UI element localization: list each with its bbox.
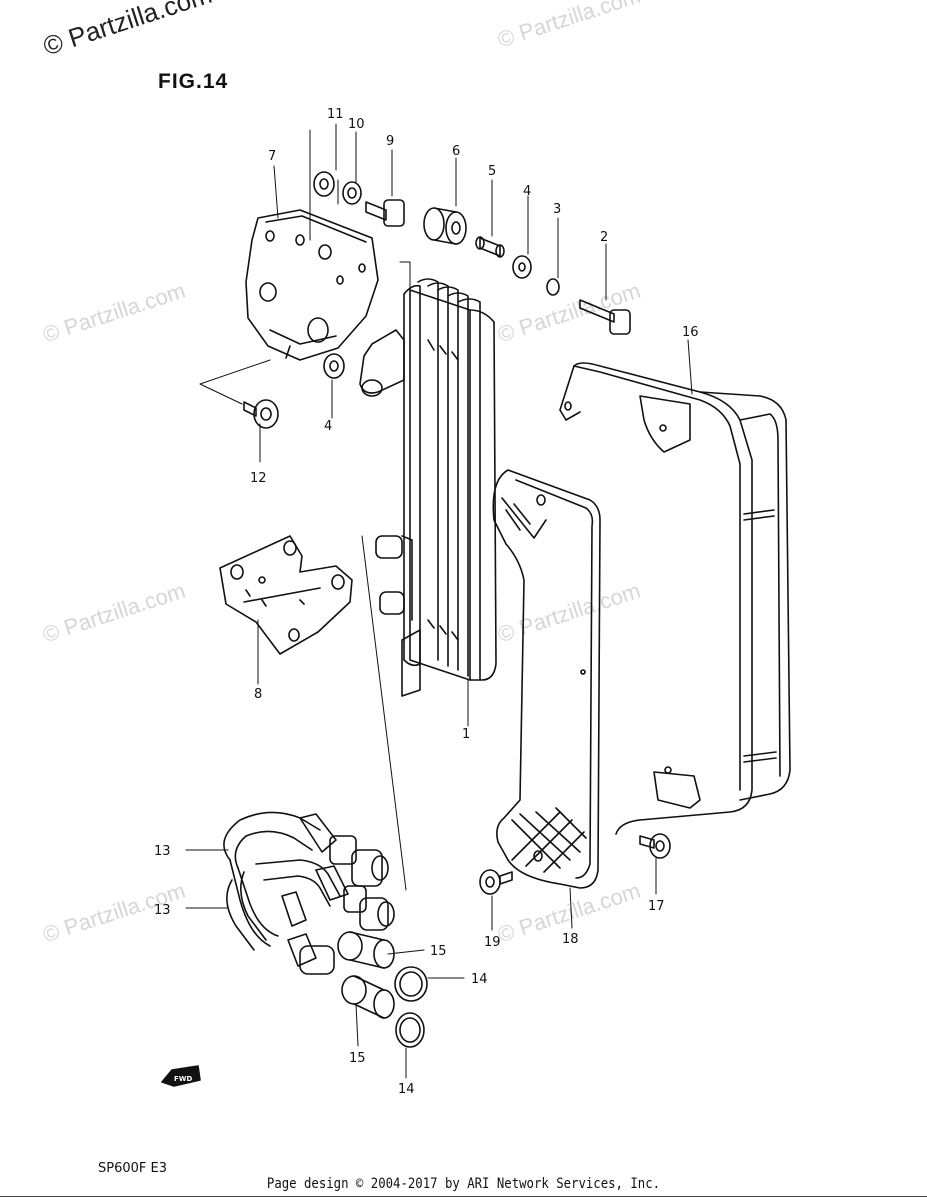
callout-8[interactable]: 8 <box>254 687 262 702</box>
oil-cooler-part-1[interactable] <box>359 278 497 697</box>
leader-lines <box>185 123 693 1079</box>
bolt-part-2[interactable] <box>579 299 631 335</box>
callout-17[interactable]: 17 <box>648 899 665 914</box>
fwd-arrow-icon: FWD <box>161 1065 201 1087</box>
callout-3[interactable]: 3 <box>553 202 561 217</box>
callout-15-upper[interactable]: 15 <box>430 944 447 959</box>
callout-11[interactable]: 11 <box>327 107 344 122</box>
callout-6[interactable]: 6 <box>452 144 460 159</box>
o-ring-part-14-upper[interactable] <box>394 966 428 1002</box>
callout-10[interactable]: 10 <box>348 117 365 132</box>
footer-divider <box>0 1196 927 1197</box>
callout-2[interactable]: 2 <box>600 230 608 245</box>
callout-9[interactable]: 9 <box>386 134 394 149</box>
callout-15-lower[interactable]: 15 <box>349 1051 366 1066</box>
callout-18[interactable]: 18 <box>562 932 579 947</box>
callout-1[interactable]: 1 <box>462 727 470 742</box>
fwd-label: FWD <box>174 1075 193 1083</box>
collar-part-5[interactable] <box>475 236 505 258</box>
bolt-part-9[interactable] <box>365 199 405 227</box>
callout-13-lower[interactable]: 13 <box>154 903 171 918</box>
model-code: SP600F E3 <box>98 1161 167 1176</box>
washer-part-4-upper[interactable] <box>512 255 532 279</box>
guard-frame-part-16[interactable] <box>559 362 791 835</box>
lock-washer-part-3[interactable] <box>546 278 560 296</box>
bolt-part-19[interactable] <box>479 869 513 895</box>
union-part-15-lower[interactable] <box>341 975 395 1019</box>
oil-hose-part-13[interactable] <box>223 811 395 975</box>
callout-7[interactable]: 7 <box>268 149 276 164</box>
callout-5[interactable]: 5 <box>488 164 496 179</box>
figure-title: FIG.14 <box>158 70 229 93</box>
bolt-part-12[interactable] <box>243 399 279 429</box>
collar-part-10[interactable] <box>342 181 362 205</box>
callout-19[interactable]: 19 <box>484 935 501 950</box>
washer-part-11[interactable] <box>313 171 335 197</box>
cushion-part-6[interactable] <box>423 207 467 245</box>
union-part-15-upper[interactable] <box>337 931 395 969</box>
callout-13-upper[interactable]: 13 <box>154 844 171 859</box>
shroud-part-18[interactable] <box>492 469 601 889</box>
callout-4-lower[interactable]: 4 <box>324 419 332 434</box>
page-footer: Page design © 2004-2017 by ARI Network S… <box>266 1176 661 1192</box>
lower-bracket-part-8[interactable] <box>219 535 353 655</box>
callout-12[interactable]: 12 <box>250 471 267 486</box>
callout-4-upper[interactable]: 4 <box>523 184 531 199</box>
upper-bracket-part-7[interactable] <box>245 209 379 361</box>
bolt-part-17[interactable] <box>639 833 671 859</box>
callout-14-upper[interactable]: 14 <box>471 972 488 987</box>
callout-16[interactable]: 16 <box>682 325 699 340</box>
washer-part-4-lower[interactable] <box>323 353 345 379</box>
callout-14-lower[interactable]: 14 <box>398 1082 415 1097</box>
o-ring-part-14-lower[interactable] <box>395 1012 425 1048</box>
